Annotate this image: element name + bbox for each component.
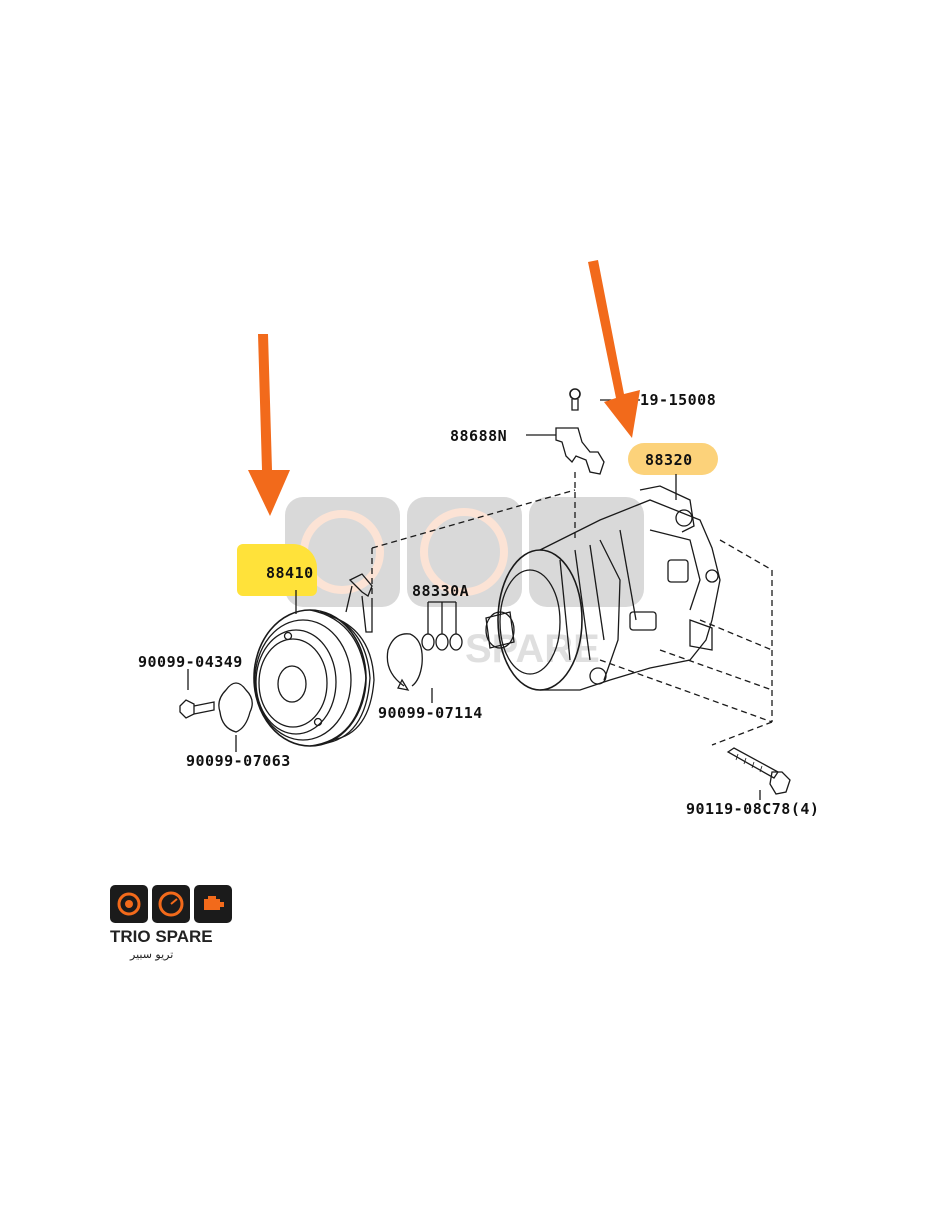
label-90099-04349: 90099-04349 — [138, 653, 243, 671]
logo-brand: TRIO SPARE — [110, 927, 213, 946]
gauge-icon — [152, 885, 190, 923]
arrow-88320 — [588, 260, 640, 438]
speaker-icon — [110, 885, 148, 923]
label-88410: 88410 — [266, 564, 314, 582]
logo-arabic: تريو سبير — [130, 948, 174, 961]
highlight-88320 — [628, 443, 718, 475]
highlight-88410 — [237, 544, 317, 596]
label-90119-08C78: 90119-08C78(4) — [686, 800, 820, 818]
label-90099-07114: 90099-07114 — [378, 704, 483, 722]
arrow-88410 — [248, 334, 290, 516]
label-88688N: 88688N — [450, 427, 508, 445]
svg-text:SPARE: SPARE — [465, 627, 600, 671]
engine-icon — [194, 885, 232, 923]
trio-spare-logo: TRIO SPARE تريو سبير — [110, 885, 240, 965]
label-88320: 88320 — [645, 451, 693, 469]
label-90099-07063: 90099-07063 — [186, 752, 291, 770]
label-19-15008: 19-15008 — [640, 391, 717, 409]
label-88330A: 88330A — [412, 582, 470, 600]
